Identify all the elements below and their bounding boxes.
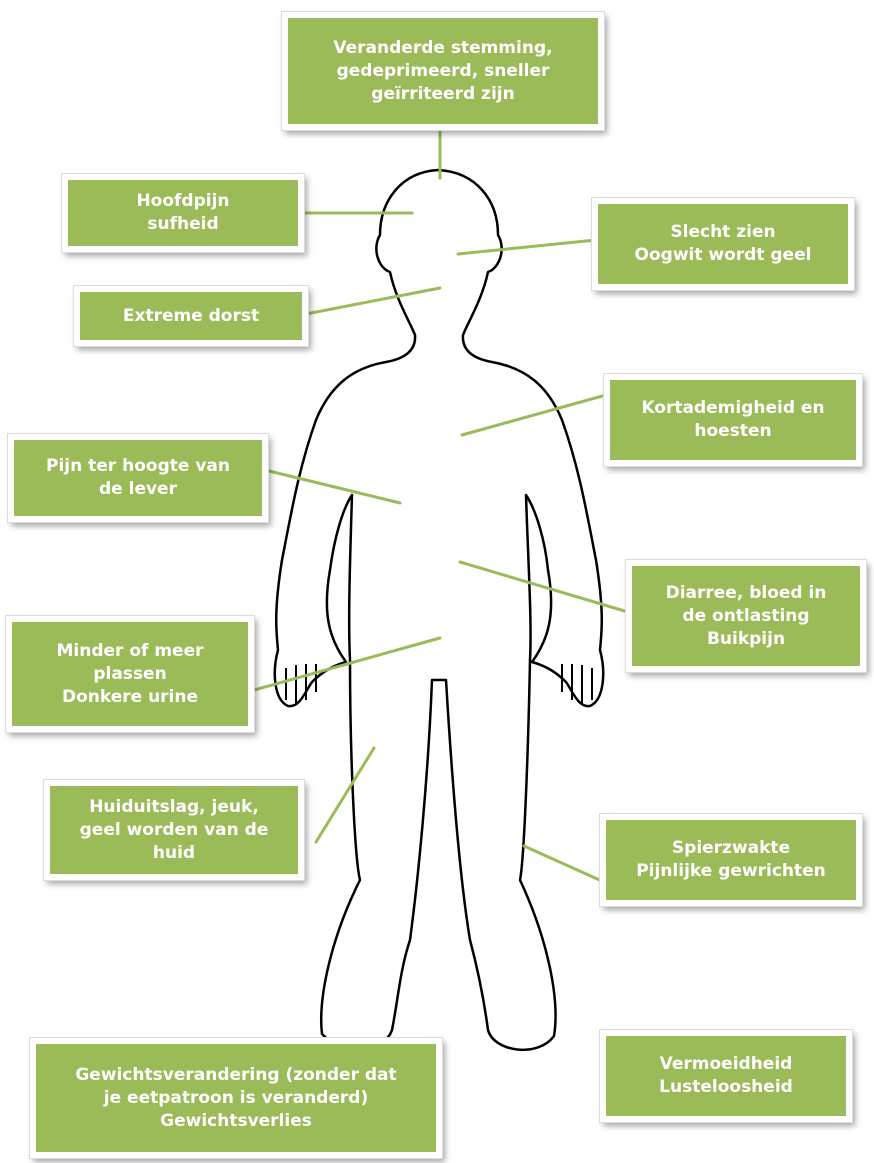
symptom-liver-line-1: Pijn ter hoogte van — [46, 455, 230, 478]
symptom-skin-line-3: huid — [153, 842, 195, 865]
symptom-urine-line-1: Minder of meer — [57, 640, 204, 663]
symptom-box-fatigue: Vermoeidheid Lusteloosheid — [600, 1030, 852, 1122]
symptom-box-head: Hoofdpijn sufheid — [62, 174, 304, 252]
symptom-skin-line-2: geel worden van de — [80, 819, 269, 842]
symptom-box-thirst: Extreme dorst — [74, 286, 308, 346]
symptom-box-liver: Pijn ter hoogte van de lever — [8, 434, 268, 522]
symptom-box-bowel: Diarree, bloed in de ontlasting Buikpijn — [626, 560, 866, 672]
symptom-breath-line-1: Kortademigheid en — [641, 397, 824, 420]
child-silhouette — [275, 170, 603, 1050]
symptom-liver-line-2: de lever — [99, 478, 177, 501]
symptom-fatigue-line-2: Lusteloosheid — [659, 1076, 793, 1099]
symptom-mood-line-1: Veranderde stemming, — [333, 37, 552, 60]
symptom-muscles-line-1: Spierzwakte — [672, 837, 790, 860]
symptom-muscles-line-2: Pijnlijke gewrichten — [636, 860, 826, 883]
symptom-mood-line-3: geïrriteerd zijn — [371, 83, 514, 106]
symptom-thirst-line-1: Extreme dorst — [123, 305, 259, 328]
symptom-skin-line-1: Huiduitslag, jeuk, — [89, 796, 259, 819]
connector-muscles — [524, 846, 604, 882]
symptom-box-breath: Kortademigheid en hoesten — [604, 374, 862, 466]
symptom-head-line-2: sufheid — [147, 213, 218, 236]
symptom-box-skin: Huiduitslag, jeuk, geel worden van de hu… — [44, 780, 304, 880]
symptom-box-mood: Veranderde stemming, gedeprimeerd, snell… — [282, 12, 604, 130]
symptom-bowel-line-2: de ontlasting — [682, 605, 809, 628]
symptom-urine-line-3: Donkere urine — [62, 686, 198, 709]
symptom-bowel-line-3: Buikpijn — [707, 628, 785, 651]
symptom-box-muscles: Spierzwakte Pijnlijke gewrichten — [600, 814, 862, 906]
symptom-eyes-line-2: Oogwit wordt geel — [635, 244, 812, 267]
symptom-fatigue-line-1: Vermoeidheid — [660, 1053, 793, 1076]
symptom-head-line-1: Hoofdpijn — [136, 190, 229, 213]
symptom-box-eyes: Slecht zien Oogwit wordt geel — [592, 198, 854, 290]
symptom-weight-line-3: Gewichtsverlies — [160, 1110, 312, 1133]
symptom-weight-line-1: Gewichtsverandering (zonder dat — [75, 1064, 396, 1087]
symptom-mood-line-2: gedeprimeerd, sneller — [337, 60, 550, 83]
symptom-urine-line-2: plassen — [93, 663, 166, 686]
symptom-weight-line-2: je eetpatroon is veranderd) — [104, 1087, 368, 1110]
symptom-box-urine: Minder of meer plassen Donkere urine — [6, 616, 254, 732]
symptom-box-weight: Gewichtsverandering (zonder dat je eetpa… — [30, 1038, 442, 1158]
symptom-eyes-line-1: Slecht zien — [670, 221, 775, 244]
symptom-bowel-line-1: Diarree, bloed in — [666, 582, 827, 605]
symptom-breath-line-2: hoesten — [694, 420, 771, 443]
